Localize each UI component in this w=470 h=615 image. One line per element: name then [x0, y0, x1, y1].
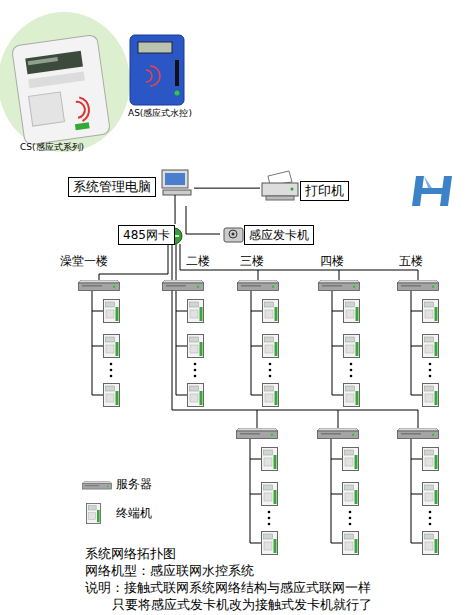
server-icon: [397, 428, 439, 439]
server-icon: [78, 280, 120, 291]
connector-line: [186, 206, 220, 234]
terminal-icon: [262, 483, 278, 506]
connector-line: [194, 188, 260, 189]
terminal-icon: [423, 483, 439, 506]
legend-server-sample: [82, 482, 112, 490]
terminal-icon: [188, 384, 204, 407]
continuation-dots: [110, 363, 432, 526]
printer-icon: [262, 171, 298, 200]
as-device: [130, 35, 184, 105]
terminal-icon: [423, 335, 439, 358]
company-logo: [412, 176, 452, 206]
terminal-icon: [423, 448, 439, 471]
terminal-icon: [104, 335, 120, 358]
terminal-icon: [104, 384, 120, 407]
terminal-icon: [343, 483, 359, 506]
device-photo: [0, 12, 184, 152]
column-wire: [92, 291, 422, 543]
server-icon: [317, 428, 359, 439]
node-label: 感应发卡机: [244, 225, 314, 245]
floor-label: 四楼: [320, 254, 344, 269]
terminal-icon: [344, 300, 360, 323]
diagram-caption: 系统网络拓扑图: [85, 546, 176, 562]
terminal-icon: [188, 335, 204, 358]
terminal-icon: [423, 384, 439, 407]
terminal-icon: [344, 384, 360, 407]
terminal-icon: [263, 384, 279, 407]
photo-caption: AS(感应式水控): [128, 108, 192, 119]
terminal-icon: [263, 300, 279, 323]
server-icon: [237, 280, 279, 291]
server-icon: [162, 280, 204, 291]
server-icon: [318, 280, 360, 291]
terminal-icon: [262, 532, 278, 555]
server-icon: [236, 428, 278, 439]
legend-terminal-sample: [87, 503, 101, 523]
connector-line: [175, 206, 176, 224]
terminal-icon: [344, 335, 360, 358]
photo-caption: CS(感应式系列): [20, 142, 84, 153]
terminal-icon: [104, 300, 120, 323]
node-label: 系统管理电脑: [68, 177, 156, 197]
terminal-icon: [262, 448, 278, 471]
computer-icon: [162, 170, 191, 206]
cs-device: [11, 34, 110, 145]
terminal-icon: [343, 532, 359, 555]
terminal-icon: [188, 300, 204, 323]
note-text: 网络机型：感应联网水控系统: [85, 563, 254, 579]
terminal-icon: [263, 335, 279, 358]
floor-label: 五楼: [399, 254, 423, 269]
floor-label: 澡堂一楼: [60, 254, 108, 269]
terminal-icon: [343, 448, 359, 471]
node-label: 打印机: [300, 181, 349, 201]
floor-label: 二楼: [186, 254, 210, 269]
terminal-icon: [423, 532, 439, 555]
labelled-node-box: 感应发卡机: [220, 222, 316, 246]
node-label: 485网卡: [118, 225, 175, 245]
photo-background: [0, 12, 130, 152]
note-text: 说明：接触式联网系统网络结构与感应式联网一样: [85, 580, 371, 596]
labelled-node-box: 系统管理电脑: [66, 168, 194, 206]
server-icon: [397, 280, 439, 291]
labelled-node-box: 485网卡: [116, 224, 182, 246]
note-text: 只要将感应式发卡机改为接触式发卡机就行了: [112, 597, 372, 613]
card-machine-icon: [224, 228, 243, 242]
terminal-icon: [423, 300, 439, 323]
legend-text: 终端机: [116, 506, 152, 521]
labelled-node-box: 打印机: [260, 168, 350, 206]
bus-wire: [99, 244, 418, 428]
legend-text: 服务器: [116, 477, 152, 492]
floor-label: 三楼: [240, 254, 264, 269]
